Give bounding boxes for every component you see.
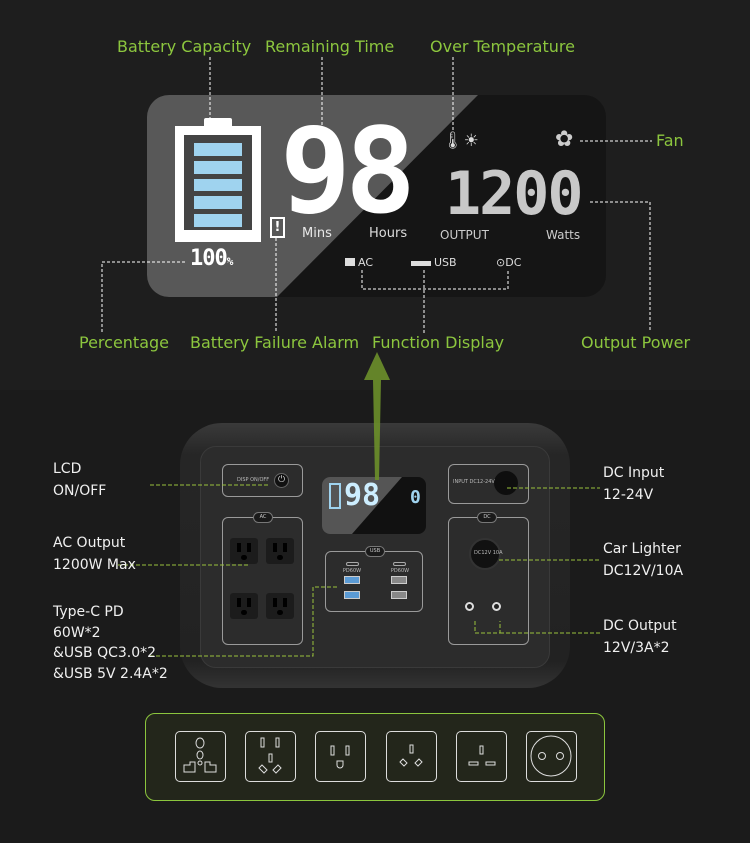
function-ac: AC <box>345 256 373 269</box>
usb-c-port <box>393 562 406 566</box>
usb-icon <box>411 260 431 266</box>
pd-label: PD60W <box>390 568 410 574</box>
battery-icon <box>175 118 261 242</box>
car-lighter-socket: DC12V 10A <box>469 538 503 570</box>
device-output-digits: 0 <box>410 487 421 508</box>
dc-input-label: INPUT DC12-24V <box>453 479 495 485</box>
device-battery-icon <box>329 483 341 509</box>
device-lcd: 98 0 <box>322 477 426 534</box>
dc-input-port <box>494 471 518 495</box>
label-dc-output: DC Output 12V/3A*2 <box>603 615 677 659</box>
callout-fan: Fan <box>656 131 684 150</box>
percentage-value: 100 <box>190 246 228 271</box>
eu-socket-icon <box>526 731 577 782</box>
dc-label: DC <box>505 256 522 269</box>
callout-over-temperature: Over Temperature <box>430 37 575 56</box>
mins-label: Mins <box>302 226 332 241</box>
ac-badge: AC <box>253 512 273 523</box>
australia-socket-icon <box>386 731 437 782</box>
ac-outlet <box>230 593 258 619</box>
lcd-display: 98 Mins Hours 🌡︎☀︎ ✿ 1200 OUTPUT Watts !… <box>147 95 606 297</box>
dc-input-panel: INPUT DC12-24V <box>448 464 529 504</box>
label-line: 1200W Max <box>53 557 136 573</box>
universal-socket-icon <box>175 731 226 782</box>
label-line: 12-24V <box>603 487 654 503</box>
label-line: DC12V/10A <box>603 563 684 579</box>
ac-icon <box>345 258 355 266</box>
callout-percentage: Percentage <box>79 333 170 352</box>
label-line: Type-C PD <box>53 604 124 620</box>
label-lcd-switch: LCD ON/OFF <box>53 458 106 502</box>
label-ac-output: AC Output 1200W Max <box>53 532 136 576</box>
china-socket-icon <box>245 731 296 782</box>
usb-label: USB <box>434 256 457 269</box>
dc-5521-port <box>492 602 501 611</box>
label-line: ON/OFF <box>53 483 107 499</box>
usb-a-port <box>391 591 407 599</box>
ac-outlet-panel <box>222 517 303 645</box>
label-line: 60W*2 <box>53 624 101 641</box>
display-switch-panel: DISP ON/OFF ⏻ <box>222 464 303 497</box>
callout-battery-capacity: Battery Capacity <box>117 37 252 56</box>
arrow-icon <box>364 352 390 480</box>
watts-label: Watts <box>546 228 581 242</box>
dc-output-panel: DC12V 10A <box>448 517 529 645</box>
function-usb: USB <box>411 256 457 269</box>
usb-qc-port <box>344 591 360 599</box>
us-socket-icon <box>315 731 366 782</box>
dc-5521-port <box>465 602 474 611</box>
dc-icon: ⊙ <box>496 256 506 269</box>
percentage-digits: 100% <box>190 246 234 271</box>
usb-c-port <box>346 562 359 566</box>
ac-outlet <box>266 538 294 564</box>
socket-types-panel <box>145 713 605 801</box>
ac-outlet <box>230 538 258 564</box>
label-line: 12V/3A*2 <box>603 640 670 656</box>
usb-a-port <box>391 576 407 584</box>
device-time-digits: 98 <box>344 478 381 513</box>
dc-badge: DC <box>477 512 497 523</box>
function-dc: ⊙DC <box>496 256 521 269</box>
ac-outlet <box>266 593 294 619</box>
callout-battery-failure-alarm: Battery Failure Alarm <box>190 333 360 352</box>
percent-sign: % <box>226 255 234 268</box>
label-line: AC Output <box>53 535 126 551</box>
usb-qc-port <box>344 576 360 584</box>
usb-badge: USB <box>365 546 385 557</box>
battery-failure-alarm-icon: ! <box>270 217 285 238</box>
label-line: &USB 5V 2.4A*2 <box>53 665 168 682</box>
label-line: &USB QC3.0*2 <box>53 645 157 661</box>
remaining-time-digits: 98 <box>280 102 416 240</box>
disp-label: DISP ON/OFF <box>237 477 270 483</box>
hours-label: Hours <box>369 226 408 241</box>
label-line: Car Lighter <box>603 541 681 557</box>
label-dc-input: DC Input 12-24V <box>603 462 664 506</box>
label-line: LCD <box>53 461 82 477</box>
car-lighter-label: DC12V 10A <box>474 550 503 556</box>
label-usb-output: Type-C PD 60W*2&USB QC3.0*2&USB 5V 2.4A*2 <box>53 602 168 684</box>
lcd-power-button[interactable]: ⏻ <box>274 473 289 488</box>
output-label: OUTPUT <box>440 228 489 242</box>
uk-socket-icon <box>456 731 507 782</box>
callout-remaining-time: Remaining Time <box>265 37 395 56</box>
ac-label: AC <box>358 256 374 269</box>
output-power-digits: 1200 <box>445 159 583 229</box>
label-line: DC Input <box>603 465 665 481</box>
label-line: DC Output <box>603 618 677 634</box>
over-temperature-icon: 🌡︎☀︎ <box>442 131 479 151</box>
fan-icon: ✿ <box>555 127 574 152</box>
callout-output-power: Output Power <box>581 333 691 352</box>
pd-label: PD60W <box>342 568 362 574</box>
callout-function-display: Function Display <box>372 333 505 352</box>
